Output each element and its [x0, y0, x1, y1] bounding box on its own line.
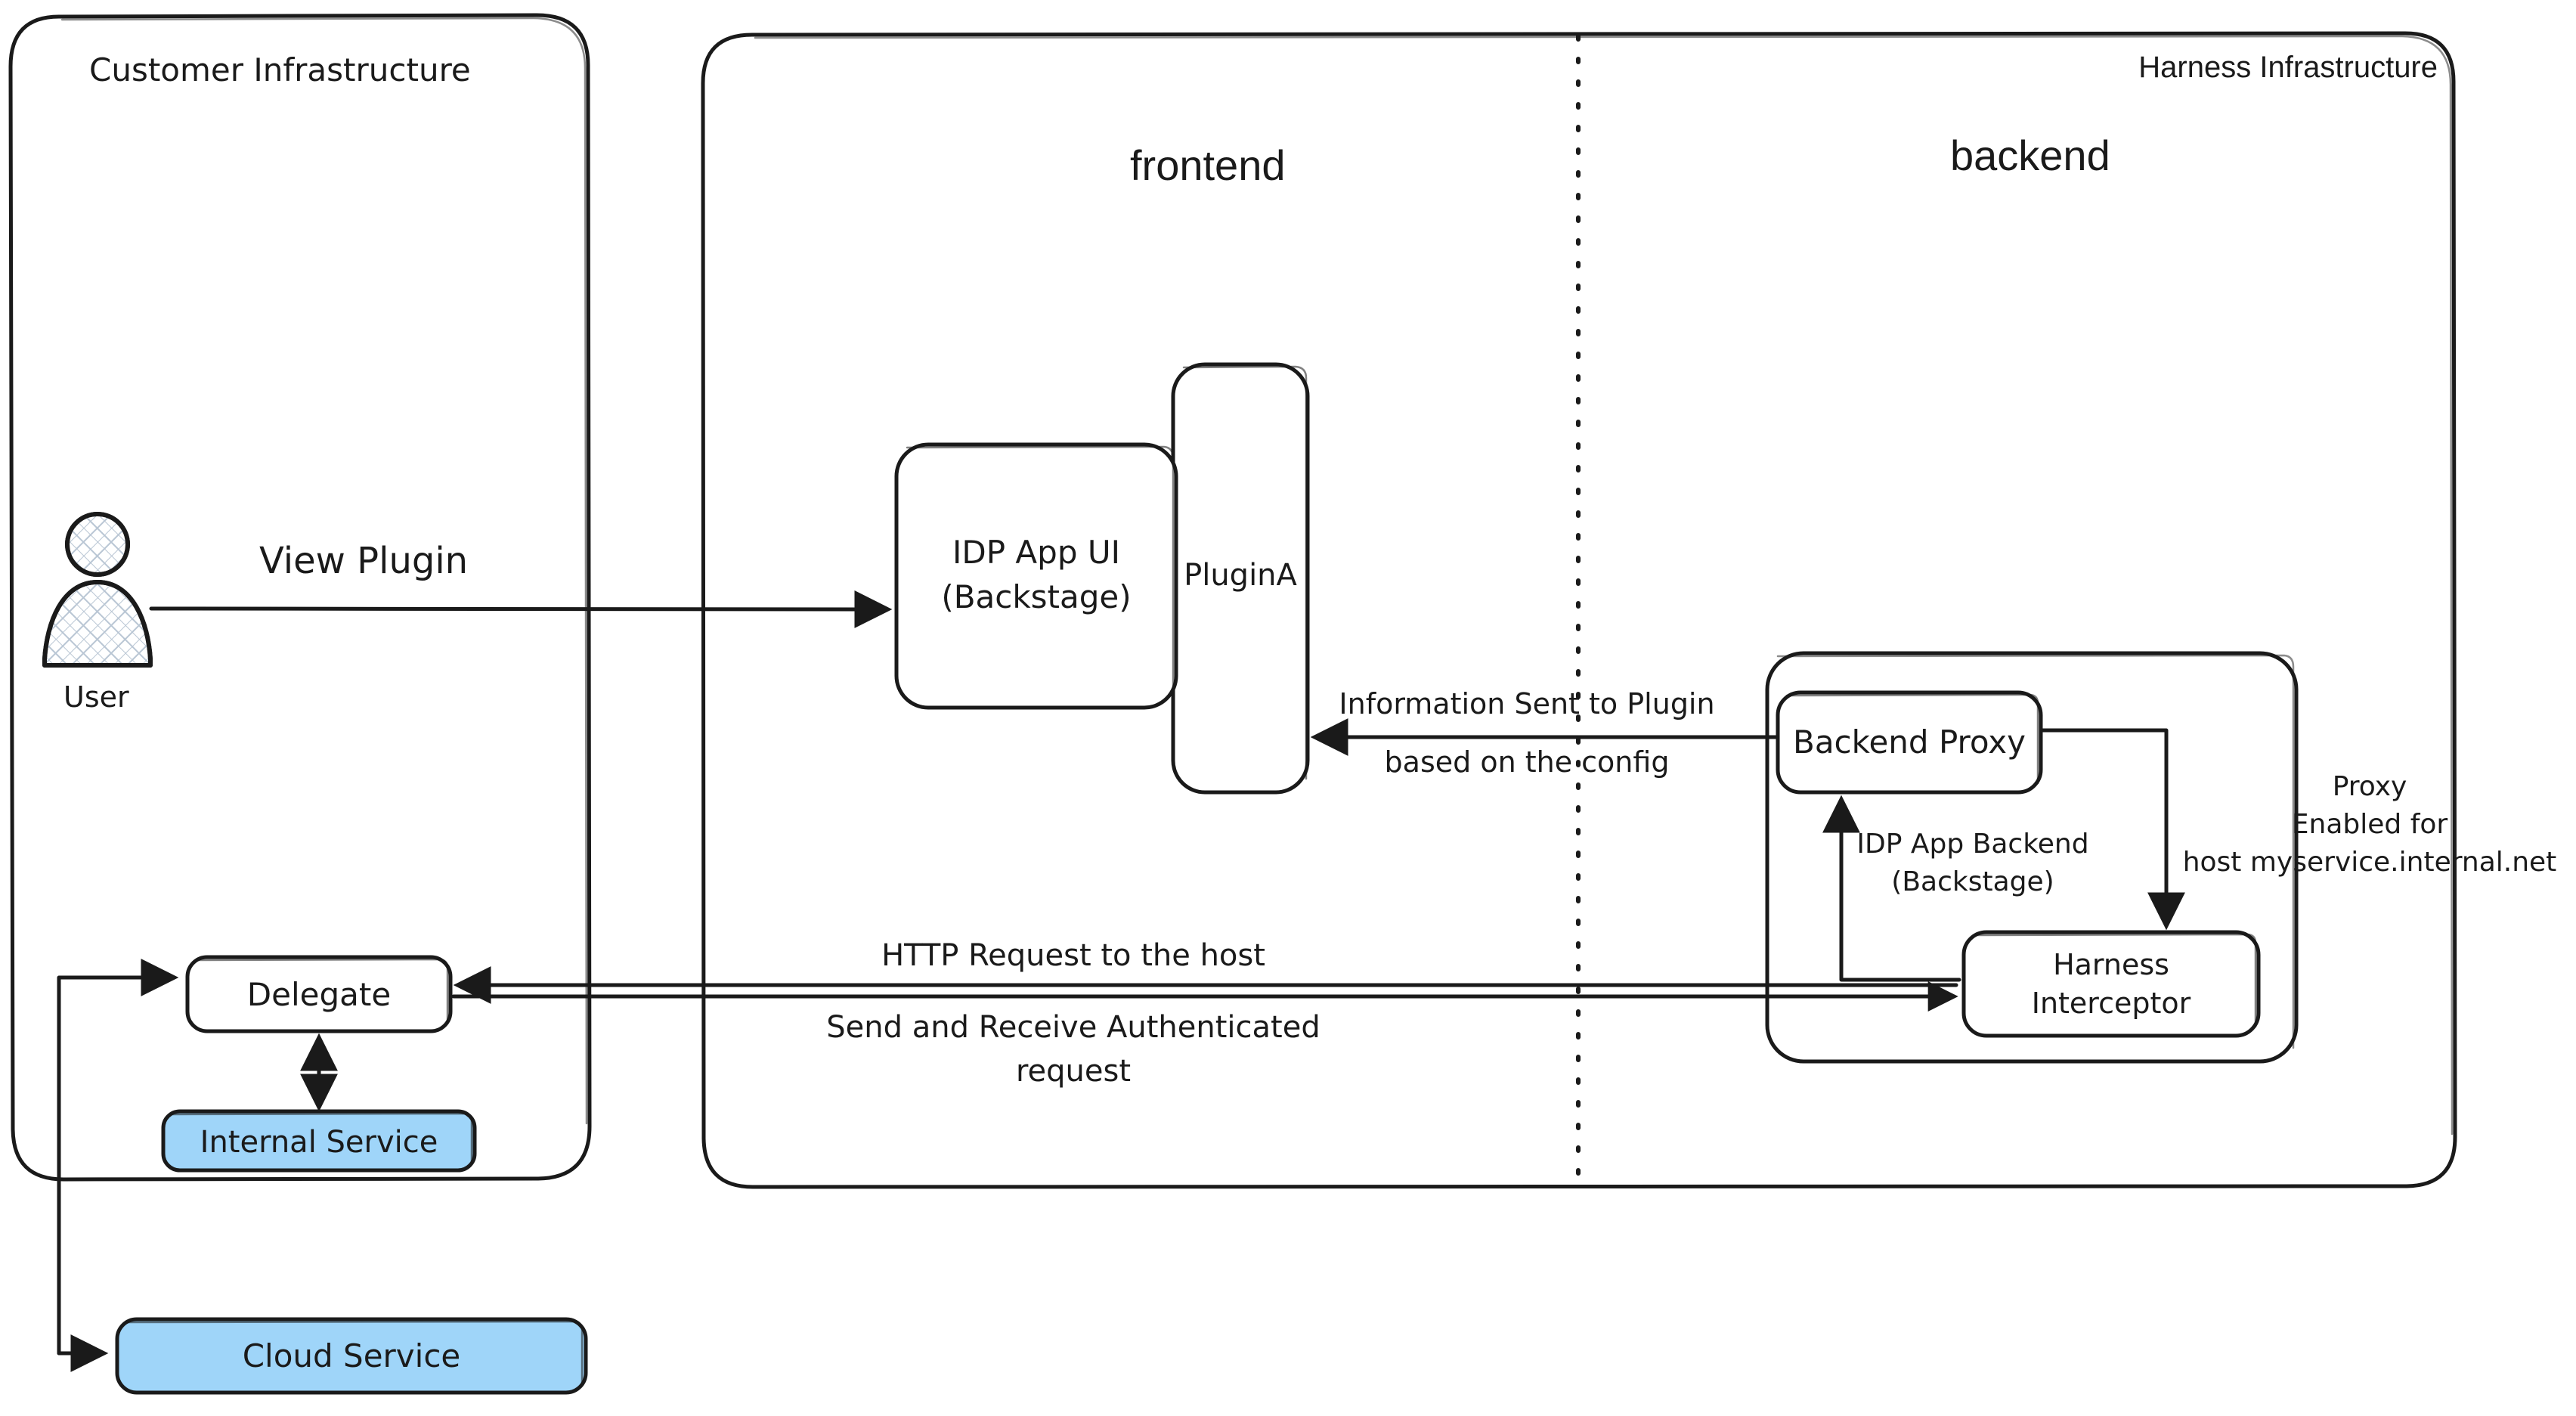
node-label-harness-interceptor-line2: Interceptor [2032, 987, 2191, 1020]
node-label-plugin-a: PluginA [1184, 558, 1297, 593]
node-label-backend-proxy: Backend Proxy [1793, 723, 2026, 761]
node-delegate[interactable] [185, 955, 453, 1033]
edge-label-http-request-line3: request [1016, 1054, 1131, 1089]
node-label-idp-app-ui-line1: IDP App UI [952, 534, 1120, 571]
edge-label-http-request-line1: HTTP Request to the host [881, 938, 1265, 973]
edge-label-information-sent-line2: based on the config [1385, 745, 1670, 779]
node-label-idp-app-backend-line1: IDP App Backend [1856, 829, 2088, 860]
edge-interceptor-to-backend-proxy [1822, 795, 1961, 982]
edge-label-http-request-line2: Send and Receive Authenticated [826, 1010, 1320, 1045]
user-label: User [63, 680, 129, 714]
edge-backend-proxy-to-interceptor [2039, 728, 2185, 931]
harness-infrastructure-title: Harness Infrastructure [2138, 51, 2438, 84]
node-internal-service[interactable] [161, 1109, 477, 1173]
annotation-proxy-enabled-line2: Enabled for [2292, 809, 2448, 840]
harness-infrastructure-container [701, 31, 2457, 1189]
node-label-harness-interceptor-line1: Harness [2053, 948, 2169, 981]
customer-infrastructure-title: Customer Infrastructure [89, 51, 471, 88]
edge-label-view-plugin: View Plugin [259, 540, 468, 582]
node-label-internal-service: Internal Service [200, 1125, 438, 1160]
zone-label-backend: backend [1950, 132, 2110, 179]
node-label-cloud-service: Cloud Service [243, 1337, 461, 1374]
node-idp-app-ui[interactable] [894, 442, 1178, 710]
node-label-delegate: Delegate [247, 976, 391, 1013]
node-cloud-service[interactable] [115, 1317, 588, 1395]
annotation-proxy-enabled-line1: Proxy [2333, 771, 2407, 802]
annotation-proxy-enabled-line3: host myservice.internal.net [2183, 847, 2557, 878]
edge-branch-to-delegate [57, 959, 179, 1356]
zone-label-frontend: frontend [1130, 141, 1286, 189]
node-label-idp-app-ui-line2: (Backstage) [941, 578, 1131, 615]
node-harness-interceptor[interactable] [1961, 930, 2261, 1038]
customer-infrastructure-container [8, 13, 592, 1182]
edge-label-information-sent-line1: Information Sent to Plugin [1339, 687, 1714, 720]
node-label-idp-app-backend-line2: (Backstage) [1891, 866, 2054, 897]
user-actor-icon [42, 512, 153, 668]
node-backend-proxy[interactable] [1776, 690, 2043, 795]
